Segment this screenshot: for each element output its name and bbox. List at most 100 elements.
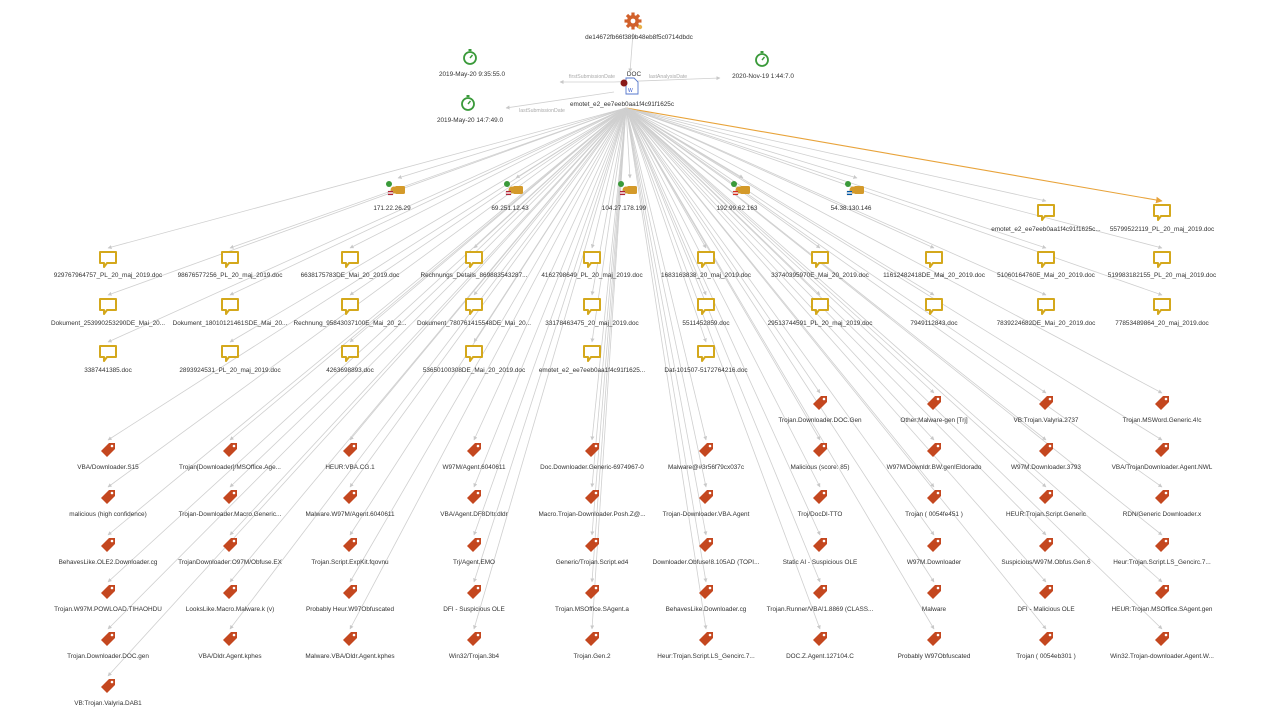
detection-node[interactable]: Heur:Trojan.Script.LS_Gencirc.7... xyxy=(657,632,755,660)
detection-node[interactable]: Trojan.W97M.POWLOAD.TIHAOHDU xyxy=(54,585,162,613)
detection-node[interactable]: Trojan.MSOffice.SAgent.a xyxy=(555,585,629,613)
document-node[interactable]: 4162798649_PL_20_maj_2019.doc xyxy=(541,251,643,279)
document-node[interactable]: emotet_e2_ee7eeb0aa1f4c91f1625... xyxy=(539,345,645,374)
detection-node[interactable]: Troj/DocDl-TTO xyxy=(798,490,843,518)
document-node[interactable]: 53650100308DE_Mai_20_2019.doc xyxy=(423,345,526,374)
document-node[interactable]: 29513744591_PL_20_maj_2019.doc xyxy=(768,298,874,327)
detection-node[interactable]: Trojan.Script.ExpKit.fqovnu xyxy=(311,538,389,566)
detection-node[interactable]: Other:Malware-gen [Trj] xyxy=(900,396,968,424)
document-node[interactable]: 33740395970E_Mai_20_2019.doc xyxy=(771,251,870,279)
detection-node[interactable]: Trojan.MSWord.Generic.4!c xyxy=(1123,396,1203,424)
document-node[interactable]: 6638175783DE_Mai_20_2019.doc xyxy=(301,251,401,279)
detection-node[interactable]: malicious (high confidence) xyxy=(69,490,147,518)
detection-node[interactable]: Malware.VBA/Dldr.Agent.kphes xyxy=(305,632,395,660)
detection-node[interactable]: DOC.Z.Agent.127104.C xyxy=(786,632,854,660)
document-node[interactable]: 55799522119_PL_20_maj_2019.doc xyxy=(1110,204,1215,233)
detection-node[interactable]: Trojan.Downloader.DOC.gen xyxy=(67,632,149,660)
date-node[interactable]: 2020-Nov-19 1:44:7.0 xyxy=(732,51,794,80)
document-node[interactable]: emotet_e2_ee7eeb0aa1f4c91f1625c... xyxy=(991,204,1101,233)
detection-label: DFI - Malicious OLE xyxy=(1017,606,1074,613)
detection-node[interactable]: Trojan-Downloader.VBA.Agent xyxy=(663,490,750,518)
detection-node[interactable]: W97M.Downloader.3793 xyxy=(1011,443,1081,471)
detection-node[interactable]: LooksLike.Macro.Malware.k (v) xyxy=(186,585,274,613)
ip-node[interactable]: 104.27.178.199 xyxy=(602,181,647,212)
detection-node[interactable]: Suspicious/W97M.Obfus.Gen.6 xyxy=(1001,538,1091,566)
document-node[interactable]: 5511452859.doc xyxy=(682,298,730,327)
detection-node[interactable]: Macro.Trojan-Downloader.Posh.Z@... xyxy=(538,490,646,518)
detection-node[interactable]: Win32/Trojan.3b4 xyxy=(449,632,500,660)
document-node[interactable]: 7949112843.doc xyxy=(910,298,958,327)
detection-node[interactable]: W97M/Agent.6040611 xyxy=(442,443,506,471)
tag-icon xyxy=(1039,538,1053,552)
detection-node[interactable]: Trojan.Gen.2 xyxy=(573,632,611,660)
document-node[interactable]: 51060164760E_Mai_20_2019.doc xyxy=(997,251,1096,279)
document-node[interactable]: Dokument_780761415548DE_Mai_20... xyxy=(417,298,531,327)
detection-node[interactable]: Static AI - Suspicious OLE xyxy=(783,538,858,566)
relation-edge xyxy=(229,107,627,630)
detection-node[interactable]: VB:Trojan.Valyria.2737 xyxy=(1013,396,1079,424)
document-node[interactable]: 519983182155_PL_20_maj_2019.doc xyxy=(1108,251,1217,279)
root-hash-node[interactable]: de14672fb66f389b48eb8f5c0714dbdc xyxy=(585,12,694,42)
date-node[interactable]: 2019-May-20 9:35:55.0 xyxy=(439,49,506,78)
detection-node[interactable]: Malicious (score: 85) xyxy=(791,443,850,471)
detection-node[interactable]: Downloader.Obfuse!8.105AD (TOPI... xyxy=(653,538,760,566)
detection-node[interactable]: W97M.Downloader xyxy=(907,538,962,566)
detection-node[interactable]: TrojanDownloader:O97M/Obfuse.EX xyxy=(178,538,283,566)
detection-node[interactable]: Win32.Trojan-downloader.Agent.W... xyxy=(1110,632,1214,660)
document-node[interactable]: 2893924531_PL_20_maj_2019.doc xyxy=(179,345,281,374)
document-node[interactable]: 77853489864_20_maj_2019.doc xyxy=(1115,298,1210,327)
detection-node[interactable]: Trojan-Downloader.Macro.Generic... xyxy=(179,490,282,518)
ip-node[interactable]: 171.22.26.29 xyxy=(373,181,411,212)
detection-node[interactable]: Malware@#3r56f79cx037c xyxy=(668,443,745,471)
detection-node[interactable]: Heur:Trojan.Script.LS_Gencirc.7... xyxy=(1113,538,1211,566)
detection-node[interactable]: VBA/Downloader.S15 xyxy=(77,443,139,471)
detection-node[interactable]: RDN/Generic Downloader.x xyxy=(1123,490,1202,518)
detection-node[interactable]: Probably Heur.W97Obfuscated xyxy=(306,585,395,613)
date-node[interactable]: 2019-May-20 14:7:49.0 xyxy=(437,95,504,124)
detection-node[interactable]: VB:Trojan.Valyria.DAB1 xyxy=(74,679,142,707)
detection-node[interactable]: HEUR:VBA.CG.1 xyxy=(325,443,375,471)
ip-node[interactable]: 54.38.130.146 xyxy=(831,181,872,212)
detection-node[interactable]: Trojan.Downloader.DOC.Gen xyxy=(778,396,862,424)
detection-node[interactable]: VBA/Dldr.Agent.kphes xyxy=(198,632,262,660)
detection-node[interactable]: VBA/Agent.DF8D!tr.dldr xyxy=(440,490,509,518)
detection-node[interactable]: Doc.Downloader.Generic-6974967-0 xyxy=(540,443,644,471)
detection-node[interactable]: W97M/Downldr.BW.gen!Eldorado xyxy=(887,443,982,471)
detection-node[interactable]: Probably W97Obfuscated xyxy=(898,632,971,660)
document-node[interactable]: Dokument_253990253290DE_Mai_20... xyxy=(51,298,165,327)
ip-node[interactable]: 69.251.12.43 xyxy=(491,181,529,212)
detection-node[interactable]: Trj/Agent.EMO xyxy=(453,538,495,566)
document-node[interactable]: Dokument_18010121461SDE_Mai_20... xyxy=(173,298,288,327)
detection-node[interactable]: HEUR:Trojan.Script.Generic xyxy=(1006,490,1087,518)
detection-node[interactable]: Trojan.Runner/VBA!1.8869 (CLASS... xyxy=(767,585,874,613)
document-node[interactable]: 1683163838_20_maj_2019.doc xyxy=(661,251,752,279)
document-node[interactable]: 11612482418DE_Mai_20_2019.doc xyxy=(883,251,986,279)
detection-node[interactable]: Malware xyxy=(922,585,947,613)
ip-node[interactable]: 192.99.62.163 xyxy=(717,181,758,212)
detection-node[interactable]: BehavesLike.OLE2.Downloader.cg xyxy=(59,538,158,566)
detection-node[interactable]: BehavesLike.Downloader.cg xyxy=(666,585,747,613)
document-node[interactable]: 33178463475_20_maj_2019.doc xyxy=(545,298,640,327)
detection-node[interactable]: DFI - Suspicious OLE xyxy=(443,585,505,613)
document-node[interactable]: 929767964757_PL_20_maj_2019.doc xyxy=(54,251,163,279)
country-flag-icon xyxy=(505,190,512,196)
detection-node[interactable]: Trojan ( 0054fe451 ) xyxy=(905,490,963,518)
detection-node[interactable]: Malware.W97M/Agent.6040611 xyxy=(305,490,395,518)
detection-node[interactable]: DFI - Malicious OLE xyxy=(1017,585,1075,613)
detection-node[interactable]: Trojan[Downloader]/MSOffice.Age... xyxy=(179,443,281,471)
detection-node[interactable]: HEUR:Trojan.MSOffice.SAgent.gen xyxy=(1112,585,1213,613)
document-node[interactable]: 4263698893.doc xyxy=(326,345,375,374)
document-node[interactable]: 98676577256_PL_20_maj_2019.doc xyxy=(178,251,284,279)
document-node[interactable]: Dat-101507-5172764216.doc xyxy=(664,345,748,374)
detection-node[interactable]: Generic/Trojan.Script.ed4 xyxy=(556,538,629,566)
detection-label: Win32.Trojan-downloader.Agent.W... xyxy=(1110,653,1214,660)
document-node[interactable]: Rechnungs_Details_869883543287... xyxy=(421,251,528,279)
document-node[interactable]: Rechnung_95843037100E_Mai_20_2... xyxy=(294,298,407,327)
document-node[interactable]: 7839224682DE_Mai_20_2019.doc xyxy=(997,298,1097,327)
detection-node[interactable]: VBA/TrojanDownloader.Agent.NWL xyxy=(1112,443,1213,471)
document-node[interactable]: 3387441385.doc xyxy=(84,345,133,374)
detection-node[interactable]: Trojan ( 0054eb301 ) xyxy=(1016,632,1076,660)
document-node-icon xyxy=(341,345,359,362)
